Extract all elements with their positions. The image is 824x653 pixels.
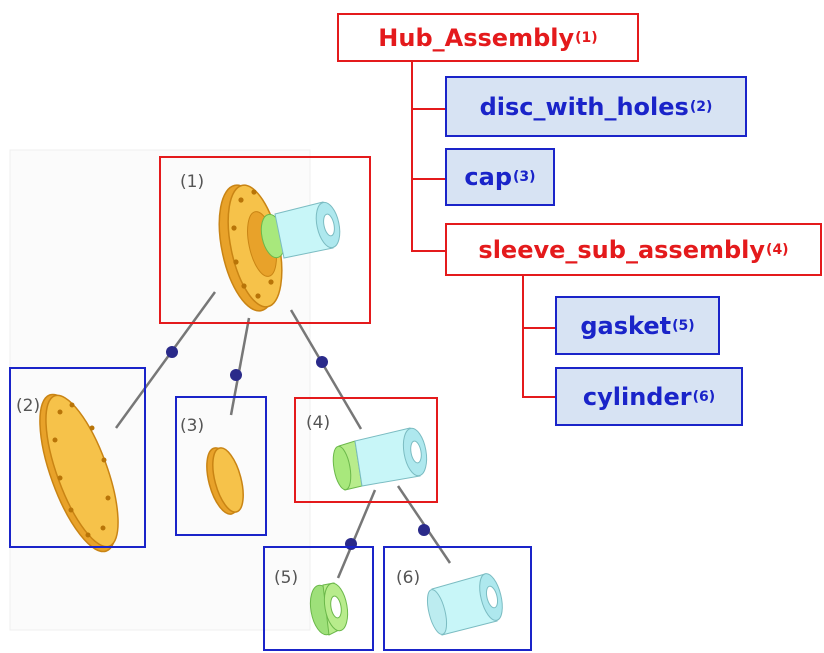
part-3-frame[interactable] bbox=[175, 396, 267, 536]
tree-node-cylinder-name: cylinder bbox=[582, 382, 692, 411]
tree-node-cap-name: cap bbox=[464, 163, 513, 191]
tree-line-to-sleeve bbox=[411, 250, 446, 252]
part-6-frame[interactable] bbox=[383, 546, 532, 651]
assembly-4-frame[interactable] bbox=[294, 397, 438, 503]
connector-dots bbox=[166, 346, 430, 550]
part-3-graphic bbox=[206, 447, 244, 515]
assembly-1-graphic bbox=[218, 184, 341, 312]
tree-node-hub-assembly[interactable]: Hub_Assembly(1) bbox=[337, 13, 639, 62]
tree-node-disc-with-holes-index: (2) bbox=[689, 98, 713, 115]
part-5-frame[interactable] bbox=[263, 546, 374, 651]
connector-dot-4 bbox=[316, 356, 328, 368]
view-label-4: (4) bbox=[306, 413, 331, 433]
tree-line-to-cap bbox=[411, 178, 446, 180]
part-6-graphic bbox=[426, 573, 503, 636]
view-label-5: (5) bbox=[274, 568, 299, 588]
part-5-graphic bbox=[309, 582, 349, 636]
tree-node-cap-index: (3) bbox=[513, 169, 536, 185]
tree-node-hub-assembly-name: Hub_Assembly bbox=[378, 23, 575, 52]
tree-node-cylinder[interactable]: cylinder(6) bbox=[555, 367, 743, 426]
connector-dot-3 bbox=[230, 369, 242, 381]
view-label-2: (2) bbox=[16, 396, 41, 416]
tree-line-to-cylinder bbox=[522, 396, 556, 398]
tree-line-sleeve-vertical bbox=[522, 272, 524, 397]
view-label-1: (1) bbox=[180, 172, 205, 192]
view-label-3: (3) bbox=[180, 416, 205, 436]
tree-node-disc-with-holes[interactable]: disc_with_holes(2) bbox=[445, 76, 747, 137]
connector-4-to-5 bbox=[336, 489, 377, 579]
tree-line-root-vertical bbox=[411, 61, 413, 251]
tree-line-to-disc bbox=[411, 108, 446, 110]
tree-line-to-gasket bbox=[522, 327, 556, 329]
tree-node-gasket[interactable]: gasket(5) bbox=[555, 296, 720, 355]
assembly-4-graphic bbox=[332, 427, 428, 491]
tree-node-gasket-index: (5) bbox=[672, 317, 695, 334]
assembly-1-frame[interactable] bbox=[159, 156, 371, 324]
connector-dot-6 bbox=[418, 524, 430, 536]
tree-node-gasket-name: gasket bbox=[580, 311, 672, 340]
tree-node-sleeve-sub-assembly-name: sleeve_sub_assembly bbox=[478, 235, 766, 264]
tree-node-cap[interactable]: cap(3) bbox=[445, 148, 555, 206]
part-2-frame[interactable] bbox=[9, 367, 146, 548]
tree-node-cylinder-index: (6) bbox=[692, 388, 716, 405]
connector-1-to-4 bbox=[289, 309, 363, 430]
connector-dot-2 bbox=[166, 346, 178, 358]
tree-node-hub-assembly-index: (1) bbox=[575, 29, 598, 46]
tree-node-sleeve-sub-assembly[interactable]: sleeve_sub_assembly(4) bbox=[445, 223, 822, 276]
tree-node-disc-with-holes-name: disc_with_holes bbox=[479, 92, 689, 121]
view-label-6: (6) bbox=[396, 568, 421, 588]
connector-1-to-2 bbox=[114, 291, 217, 429]
connector-1-to-3 bbox=[229, 317, 251, 416]
tree-node-sleeve-sub-assembly-index: (4) bbox=[766, 241, 789, 258]
